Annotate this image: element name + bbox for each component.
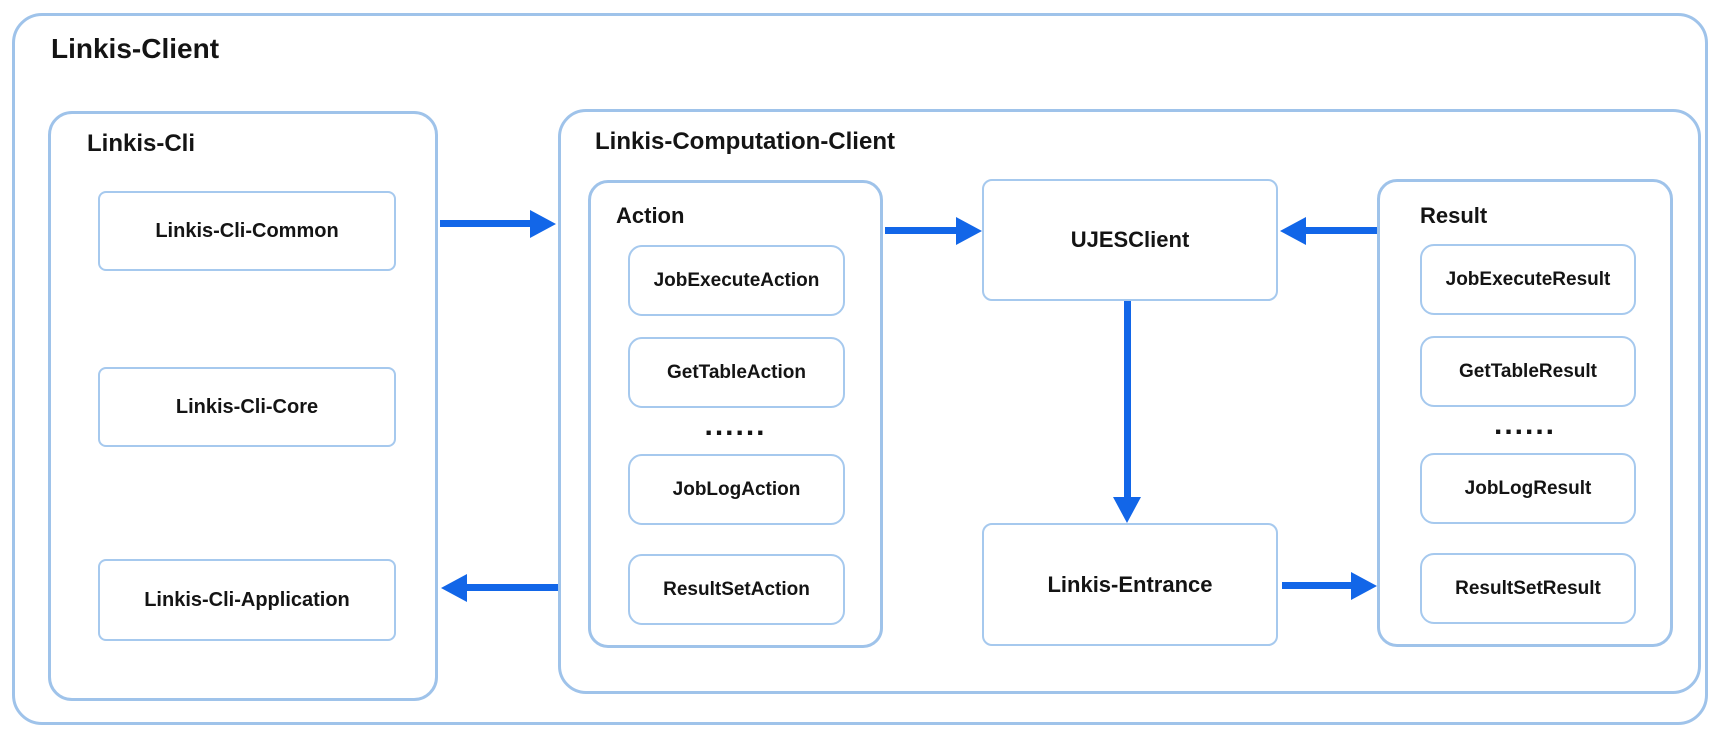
arrow-head-right-icon [956, 217, 982, 245]
linkis-cli-title: Linkis-Cli [87, 130, 196, 157]
arrow-head-right-icon [530, 210, 556, 238]
action-ellipsis: ...... [704, 409, 767, 442]
arrow-shaft [1304, 227, 1377, 234]
action-container: Action JobExecuteAction GetTableAction .… [588, 180, 883, 648]
job-execute-result-box: JobExecuteResult [1420, 244, 1636, 315]
get-table-result-box: GetTableResult [1420, 336, 1636, 407]
arrow-shaft [1282, 582, 1353, 589]
result-set-action-box: ResultSetAction [628, 554, 845, 625]
job-execute-action-box: JobExecuteAction [628, 245, 845, 316]
linkis-client-title: Linkis-Client [51, 33, 220, 64]
linkis-cli-core-box: Linkis-Cli-Core [98, 367, 396, 447]
result-ellipsis: ...... [1493, 408, 1556, 441]
get-table-action-box: GetTableAction [628, 337, 845, 408]
arrow-shaft [885, 227, 958, 234]
arrow-shaft [465, 584, 558, 591]
linkis-computation-client-title: Linkis-Computation-Client [595, 128, 895, 155]
arrow-head-left-icon [441, 574, 467, 602]
job-log-result-box: JobLogResult [1420, 453, 1636, 524]
arrow-shaft [440, 220, 530, 227]
linkis-entrance-box: Linkis-Entrance [982, 523, 1278, 646]
arrow-head-left-icon [1280, 217, 1306, 245]
action-title: Action [616, 203, 685, 228]
linkis-client-container: Linkis-Client Linkis-Cli Linkis-Cli-Comm… [12, 13, 1708, 725]
job-log-action-box: JobLogAction [628, 454, 845, 525]
arrow-head-right-icon [1351, 572, 1377, 600]
ujes-client-box: UJESClient [982, 179, 1278, 301]
arrow-head-down-icon [1113, 497, 1141, 523]
linkis-cli-common-box: Linkis-Cli-Common [98, 191, 396, 271]
result-container: Result JobExecuteResult GetTableResult .… [1377, 179, 1673, 647]
arrow-shaft [1124, 301, 1131, 499]
linkis-cli-container: Linkis-Cli Linkis-Cli-Common Linkis-Cli-… [48, 111, 438, 701]
result-title: Result [1420, 203, 1488, 228]
linkis-cli-application-box: Linkis-Cli-Application [98, 559, 396, 641]
result-set-result-box: ResultSetResult [1420, 553, 1636, 624]
